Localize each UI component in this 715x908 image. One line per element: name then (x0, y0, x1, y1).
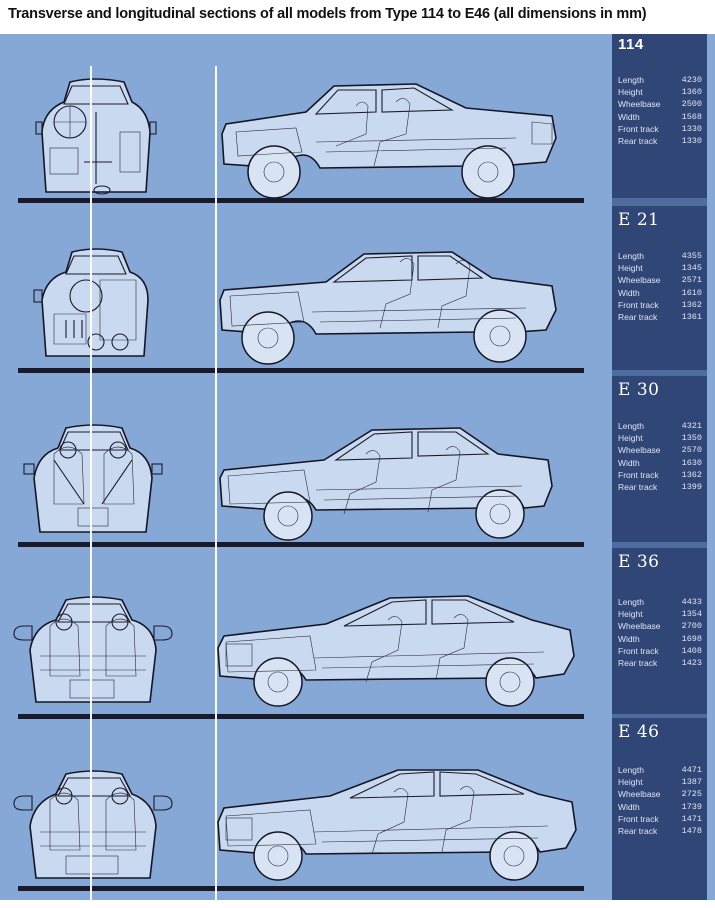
model-name: E 46 (618, 722, 660, 742)
label-front-track: Front track (618, 299, 659, 310)
label-height: Height (618, 777, 643, 788)
label-front-track: Front track (618, 469, 659, 480)
label-length: Length (618, 597, 644, 607)
reference-line-side (215, 66, 217, 900)
label-rear-track: Rear track (618, 482, 658, 493)
label-width: Width (618, 111, 640, 122)
value-height: 1350 (681, 433, 702, 444)
value-front-track: 1362 (681, 299, 702, 310)
label-front-track: Front track (618, 123, 659, 134)
ground-line-114 (18, 198, 584, 203)
label-front-track: Front track (618, 813, 659, 824)
front-section-e46 (13, 770, 173, 879)
label-height: Height (618, 87, 643, 98)
label-height: Height (618, 433, 643, 444)
label-rear-track: Rear track (618, 658, 658, 669)
side-section-e21 (219, 251, 557, 365)
front-section-e36 (13, 596, 173, 703)
front-section-114 (35, 78, 157, 195)
side-section-e36 (217, 595, 575, 707)
label-front-track: Front track (618, 645, 659, 656)
value-height: 1345 (681, 263, 702, 274)
ground-line-e36 (18, 714, 584, 719)
value-front-track: 1408 (681, 645, 702, 656)
value-wheelbase: 2725 (681, 789, 702, 800)
label-width: Width (618, 287, 640, 298)
label-width: Width (618, 801, 640, 812)
value-width: 1698 (681, 633, 702, 644)
side-section-114 (221, 83, 557, 199)
spec-box-e21: E 21 Length 4355 Height 1345 Wheelbase 2571… (612, 206, 707, 370)
label-wheelbase: Wheelbase (618, 445, 661, 456)
value-rear-track: 1399 (681, 482, 702, 493)
value-height: 1354 (681, 609, 702, 620)
ground-line-e46 (18, 886, 584, 891)
value-length: 4230 (681, 75, 702, 85)
ground-line-e21 (18, 368, 584, 373)
model-name: E 21 (618, 210, 660, 230)
value-rear-track: 1478 (681, 826, 702, 837)
front-section-e21 (33, 248, 149, 357)
value-front-track: 1330 (681, 123, 702, 134)
label-length: Length (618, 421, 644, 431)
label-width: Width (618, 633, 640, 644)
value-wheelbase: 2700 (681, 621, 702, 632)
label-wheelbase: Wheelbase (618, 621, 661, 632)
label-rear-track: Rear track (618, 136, 658, 147)
model-name: E 36 (618, 552, 660, 572)
spec-box-e36: E 36 Length 4433 Height 1354 Wheelbase 2700… (612, 548, 707, 714)
value-rear-track: 1330 (681, 136, 702, 147)
label-length: Length (618, 251, 644, 261)
value-length: 4321 (681, 421, 702, 431)
value-width: 1610 (681, 287, 702, 298)
label-height: Height (618, 263, 643, 274)
label-width: Width (618, 457, 640, 468)
label-height: Height (618, 609, 643, 620)
value-width: 1630 (681, 457, 702, 468)
front-section-e30 (23, 424, 163, 533)
value-width: 1739 (681, 801, 702, 812)
spec-box-e30: E 30 Length 4321 Height 1350 Wheelbase 2570… (612, 376, 707, 542)
value-height: 1387 (681, 777, 702, 788)
model-name: 114 (618, 36, 644, 53)
value-length: 4433 (681, 597, 702, 607)
side-section-e30 (219, 427, 553, 541)
model-name: E 30 (618, 380, 660, 400)
value-length: 4355 (681, 251, 702, 261)
page-title: Transverse and longitudinal sections of … (8, 6, 647, 22)
value-length: 4471 (681, 765, 702, 775)
label-wheelbase: Wheelbase (618, 99, 661, 110)
value-width: 1568 (681, 111, 702, 122)
label-rear-track: Rear track (618, 312, 658, 323)
label-length: Length (618, 75, 644, 85)
value-rear-track: 1423 (681, 658, 702, 669)
value-wheelbase: 2571 (681, 275, 702, 286)
label-wheelbase: Wheelbase (618, 789, 661, 800)
label-wheelbase: Wheelbase (618, 275, 661, 286)
ground-line-e30 (18, 542, 584, 547)
label-rear-track: Rear track (618, 826, 658, 837)
value-rear-track: 1361 (681, 312, 702, 323)
value-wheelbase: 2570 (681, 445, 702, 456)
side-section-e46 (217, 769, 577, 881)
reference-line-front (90, 66, 92, 900)
value-front-track: 1471 (681, 813, 702, 824)
value-front-track: 1362 (681, 469, 702, 480)
spec-box-e46: E 46 Length 4471 Height 1387 Wheelbase 2725… (612, 718, 707, 900)
label-length: Length (618, 765, 644, 775)
value-height: 1360 (681, 87, 702, 98)
value-wheelbase: 2500 (681, 99, 702, 110)
